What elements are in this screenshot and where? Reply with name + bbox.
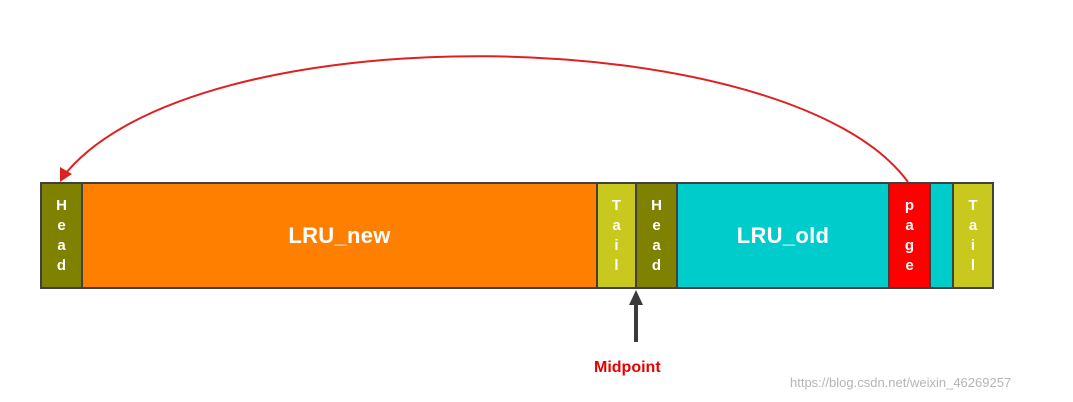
head-letter: e (57, 216, 66, 234)
page-block: p a g e (888, 182, 931, 289)
tail-letter: l (614, 256, 619, 274)
tail-label: T a i l (968, 196, 977, 276)
lru-old-tail-block: T a i l (952, 182, 994, 289)
head-letter: a (652, 236, 661, 254)
page-letter: p (904, 196, 915, 214)
tail-letter: T (968, 196, 978, 214)
page-letter: a (905, 216, 914, 234)
lru-new-head-block: H e a d (40, 182, 83, 289)
lru-old-block: LRU_old (676, 182, 890, 289)
tail-letter: a (612, 216, 621, 234)
tail-letter: i (970, 236, 976, 254)
head-label: H e a d (56, 196, 67, 276)
lru-old-label: LRU_old (736, 222, 830, 248)
lru-new-block: LRU_new (81, 182, 598, 289)
page-label: p a g e (905, 196, 914, 276)
page-letter: e (905, 256, 914, 274)
head-letter: a (57, 236, 66, 254)
lru-old-head-block: H e a d (635, 182, 678, 289)
lru-new-label: LRU_new (288, 222, 391, 248)
tail-letter: a (968, 216, 978, 234)
move-to-head-arrow (61, 55, 909, 183)
midpoint-pointer-arrow (629, 290, 643, 342)
arrowhead-icon (60, 167, 72, 182)
watermark: https://blog.csdn.net/weixin_46269257 (790, 375, 1012, 390)
head-letter: H (651, 196, 662, 214)
head-label: H e a d (651, 196, 662, 276)
head-letter: H (56, 196, 67, 214)
head-letter: d (651, 256, 662, 274)
tail-letter: l (970, 256, 976, 274)
head-letter: d (56, 256, 67, 274)
tail-label: T a i l (612, 196, 621, 276)
page-letter: g (904, 236, 915, 254)
midpoint-label: Midpoint (594, 359, 661, 376)
tail-letter: T (611, 196, 622, 214)
tail-letter: i (614, 236, 619, 254)
head-letter: e (652, 216, 661, 234)
